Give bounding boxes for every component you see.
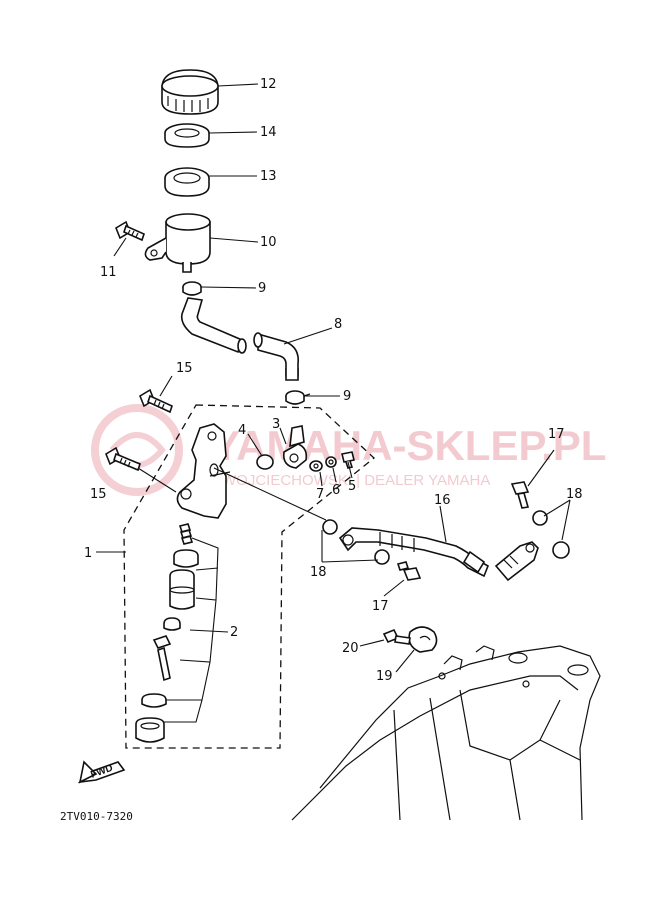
part-crush-washer-left-a <box>322 519 338 535</box>
part-o-ring <box>256 454 274 470</box>
callout-14: 14 <box>260 125 277 140</box>
callout-17-lower: 17 <box>372 599 389 614</box>
callout-8: 8 <box>334 317 342 332</box>
callout-15-upper: 15 <box>176 361 193 376</box>
callout-16: 16 <box>434 493 451 508</box>
part-screw-5 <box>341 451 355 469</box>
part-cylinder-kit <box>135 523 219 743</box>
part-reservoir-bolt <box>115 220 145 242</box>
forward-arrow-icon: FWD <box>77 760 126 784</box>
part-brake-hose <box>338 527 539 582</box>
callouts: 12 14 13 10 11 9 8 15 9 4 3 17 15 7 6 5 … <box>84 77 583 684</box>
part-union-bolt-right <box>510 481 530 509</box>
leader-lines <box>96 83 571 673</box>
part-washer-7 <box>309 460 323 472</box>
axis-line <box>213 467 327 521</box>
callout-18-left: 18 <box>310 565 327 580</box>
callout-6: 6 <box>332 483 340 498</box>
callout-17-upper: 17 <box>548 427 565 442</box>
part-washer-6 <box>325 456 337 468</box>
callout-18-right: 18 <box>566 487 583 502</box>
watermark-subtitle: WOJCIECHOWSKI | DEALER YAMAHA <box>222 472 490 489</box>
callout-15-lower: 15 <box>90 487 107 502</box>
callout-12: 12 <box>260 77 277 92</box>
part-reservoir-tank <box>144 213 211 273</box>
part-hose-clip-lower <box>285 390 311 405</box>
part-union-bolt-left <box>396 561 422 581</box>
part-mounting-bolt-upper <box>139 388 173 414</box>
part-diaphragm-plate <box>164 123 210 148</box>
callout-9-upper: 9 <box>258 281 266 296</box>
diagram-code: 2TV010-7320 <box>60 810 133 823</box>
callout-13: 13 <box>260 169 277 184</box>
part-reservoir-hose <box>180 297 300 381</box>
callout-1: 1 <box>84 546 92 561</box>
callout-10: 10 <box>260 235 277 250</box>
callout-11: 11 <box>100 265 117 280</box>
callout-9-lower: 9 <box>343 389 351 404</box>
part-crush-washer-left-b <box>374 549 390 565</box>
assembly-boundary <box>123 404 375 749</box>
callout-20: 20 <box>342 641 359 656</box>
part-mounting-bolt-lower <box>105 446 177 493</box>
callout-19: 19 <box>376 669 393 684</box>
callout-2: 2 <box>230 625 238 640</box>
part-clamp-bolt <box>382 628 411 645</box>
watermark: YAMAHA-SKLEP.PL WOJCIECHOWSKI | DEALER Y… <box>91 404 606 496</box>
callout-4: 4 <box>238 423 246 438</box>
part-reservoir-cap <box>161 69 219 115</box>
part-hose-joint <box>282 425 308 469</box>
part-frame <box>291 645 601 821</box>
watermark-brand: YAMAHA-SKLEP.PL <box>212 422 606 469</box>
part-crush-washer-right-a <box>532 510 548 526</box>
part-master-cylinder-body <box>176 423 231 519</box>
part-hose-clip-upper <box>182 281 202 296</box>
callout-7: 7 <box>316 487 324 502</box>
watermark-logo-icon <box>91 404 183 496</box>
callout-3: 3 <box>272 417 280 432</box>
part-crush-washer-right-b <box>552 541 570 559</box>
callout-5: 5 <box>348 479 356 494</box>
part-diaphragm <box>164 167 210 197</box>
part-hose-clamp <box>408 626 438 653</box>
